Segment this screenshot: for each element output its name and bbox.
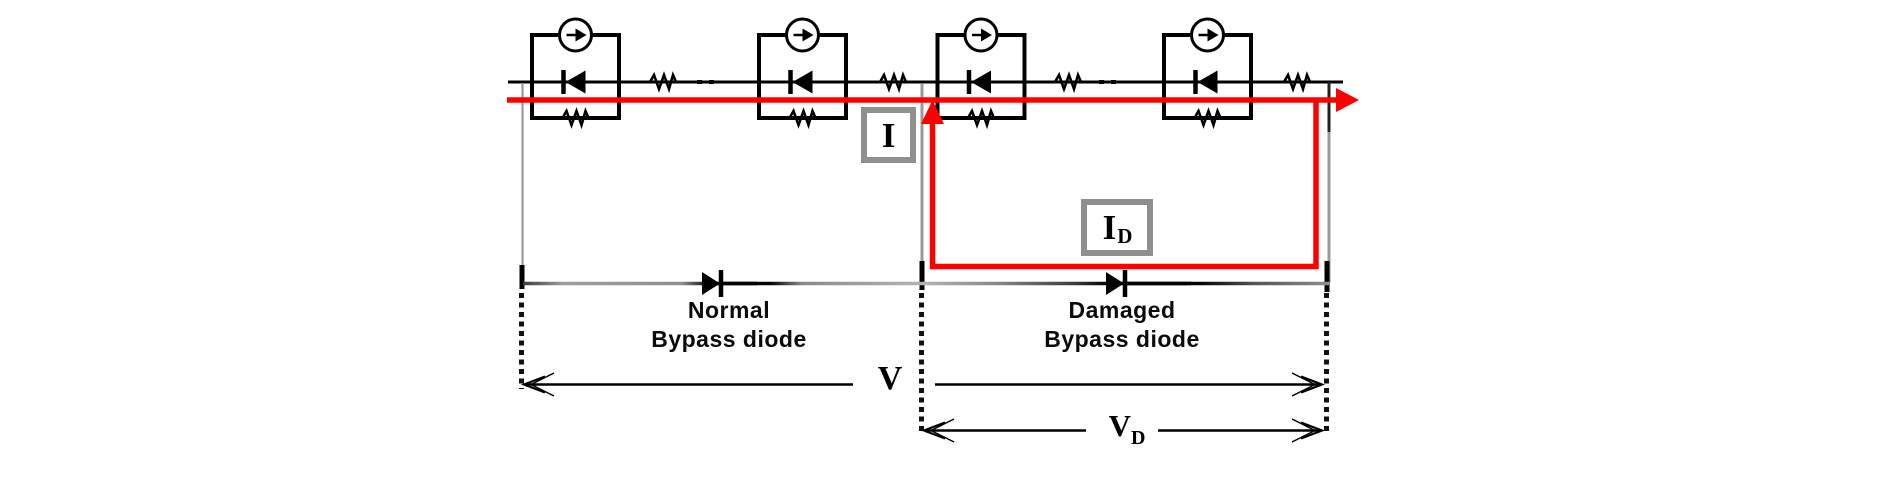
damaged-bypass-diode-icon xyxy=(1106,270,1125,297)
loop-current-subscript: D xyxy=(1117,224,1133,248)
label-damaged-bypass: Damaged Bypass diode xyxy=(1007,296,1237,353)
string-current-label: I xyxy=(881,115,896,155)
string-voltage-label: V xyxy=(877,360,903,397)
damaged-voltage-label: V xyxy=(1108,408,1131,443)
string-current-path xyxy=(507,88,1359,112)
label-damaged-section-voltage: VD xyxy=(1098,408,1156,448)
current-arrowhead-right xyxy=(1336,88,1359,112)
normal-bypass-line1: Normal xyxy=(687,297,771,323)
damaged-bypass-line2: Bypass diode xyxy=(1044,325,1200,352)
pv-cell-1 xyxy=(532,19,619,125)
label-string-current-box: I xyxy=(861,107,916,163)
damaged-voltage-subscript: D xyxy=(1130,427,1146,449)
pv-cell-4 xyxy=(1164,19,1251,125)
v-dimension-arrow xyxy=(522,371,1324,398)
vd-dimension-arrow xyxy=(922,417,1324,444)
normal-bypass-line2: Bypass diode xyxy=(651,325,807,352)
measurement-dotted-lines xyxy=(519,293,1329,434)
loop-arrowhead-up xyxy=(921,100,944,124)
damaged-bypass-line1: Damaged xyxy=(1068,297,1176,323)
normal-bypass-diode-icon xyxy=(702,270,721,297)
bypass-loop-current-path xyxy=(921,100,1319,270)
label-normal-bypass: Normal Bypass diode xyxy=(614,296,844,353)
pv-cell-3 xyxy=(938,19,1025,125)
loop-current-label: I xyxy=(1102,208,1117,247)
label-string-voltage: V xyxy=(866,362,914,396)
pv-cell-2 xyxy=(759,19,846,125)
